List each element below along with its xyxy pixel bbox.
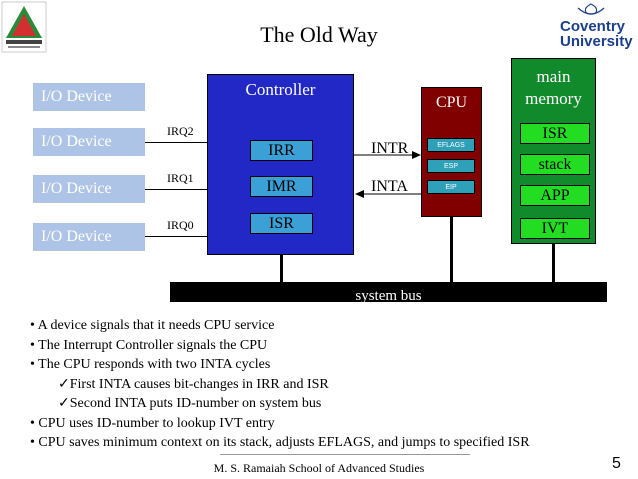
footer-text: M. S. Ramaiah School of Advanced Studies xyxy=(213,461,425,475)
bullet-3: • The CPU responds with two INTA cycles xyxy=(30,357,271,372)
bullet-list: • A device signals that it needs CPU ser… xyxy=(30,316,530,453)
memory-bus-link xyxy=(552,244,555,283)
page-number: 5 xyxy=(612,455,621,472)
bullet-1: • A device signals that it needs CPU ser… xyxy=(30,318,275,333)
bullet-5: • CPU saves minimum context on its stack… xyxy=(30,435,530,450)
irq0-line xyxy=(145,236,207,237)
logo-text-line2: University xyxy=(560,33,633,50)
imr-register: IMR xyxy=(250,176,313,197)
cpu-block xyxy=(421,87,482,217)
irq1-label: IRQ1 xyxy=(167,171,194,185)
memory-title-line1: main xyxy=(536,67,571,86)
io-device-4: I/O Device xyxy=(33,223,145,251)
eip-register: EIP xyxy=(427,180,475,194)
sub-bullet-1: ✓First INTA causes bit-changes in IRR an… xyxy=(58,376,329,392)
controller-title: Controller xyxy=(245,80,316,99)
irq2-label: IRQ2 xyxy=(167,124,194,138)
irq2-line xyxy=(145,142,207,143)
sub-bullet-2: ✓Second INTA puts ID-number on system bu… xyxy=(58,396,322,411)
io-device-3: I/O Device xyxy=(33,175,145,203)
irq1-line xyxy=(145,189,207,190)
irr-register: IRR xyxy=(250,140,313,161)
slide-title: The Old Way xyxy=(260,22,378,47)
irq0-label: IRQ0 xyxy=(167,218,194,232)
logo-emblem-icon xyxy=(577,3,605,15)
io-device-1: I/O Device xyxy=(33,83,145,111)
main-memory xyxy=(511,58,596,244)
inta-label: INTA xyxy=(371,178,408,195)
memory-title-line2: memory xyxy=(525,89,582,108)
intr-label: INTR xyxy=(371,140,409,157)
bullet-2: • The Interrupt Controller signals the C… xyxy=(30,337,268,353)
footer-rule xyxy=(220,454,470,455)
bullet-4: • CPU uses ID-number to lookup IVT entry xyxy=(30,415,275,431)
isr-register: ISR xyxy=(250,213,313,234)
system-bus: system bus xyxy=(170,282,607,304)
cpu-bus-link xyxy=(450,217,453,283)
logo-text-line1: Coventry xyxy=(560,18,626,35)
memory-isr: ISR xyxy=(520,123,590,144)
memory-stack: stack xyxy=(520,154,590,175)
io-device-2: I/O Device xyxy=(33,128,145,156)
school-logo xyxy=(0,0,48,60)
memory-ivt: IVT xyxy=(520,218,590,239)
coventry-university-logo xyxy=(548,2,634,52)
signal-arrows xyxy=(354,151,421,198)
cpu-title: CPU xyxy=(435,94,468,111)
eflags-register: EFLAGS xyxy=(427,138,475,152)
memory-app: APP xyxy=(520,185,590,206)
esp-register: ESP xyxy=(427,159,475,173)
controller-bus-link xyxy=(280,255,283,283)
